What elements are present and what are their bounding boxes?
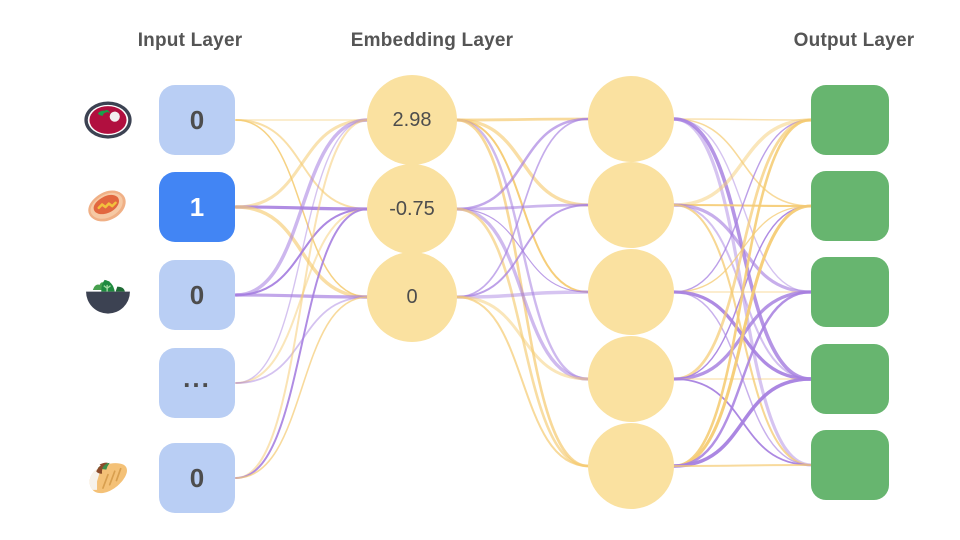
embedding-node-3[interactable]: 0 <box>367 252 457 342</box>
input-cell-5[interactable]: 0 <box>159 443 235 513</box>
output-cell-5[interactable] <box>811 430 889 500</box>
input-cell-2[interactable]: 1 <box>159 172 235 242</box>
hidden-node-2[interactable] <box>588 162 674 248</box>
output-cell-4[interactable] <box>811 344 889 414</box>
output-cell-2[interactable] <box>811 171 889 241</box>
hidden-node-4[interactable] <box>588 336 674 422</box>
title-output-layer: Output Layer <box>793 30 915 51</box>
embedding-node-2[interactable]: -0.75 <box>367 164 457 254</box>
soup-bowl-icon <box>81 93 135 147</box>
output-cell-1[interactable] <box>811 85 889 155</box>
input-cell-3[interactable]: 0 <box>159 260 235 330</box>
output-cell-3[interactable] <box>811 257 889 327</box>
hidden-node-1[interactable] <box>588 76 674 162</box>
hot-dog-icon <box>81 180 135 234</box>
hidden-node-5[interactable] <box>588 423 674 509</box>
input-cell-4[interactable]: ... <box>159 348 235 418</box>
input-cell-1[interactable]: 0 <box>159 85 235 155</box>
embedding-node-1[interactable]: 2.98 <box>367 75 457 165</box>
title-embedding-layer: Embedding Layer <box>350 30 514 51</box>
salad-bowl-icon <box>81 268 135 322</box>
title-input-layer: Input Layer <box>137 30 243 51</box>
hidden-node-3[interactable] <box>588 249 674 335</box>
burrito-icon <box>81 451 135 505</box>
